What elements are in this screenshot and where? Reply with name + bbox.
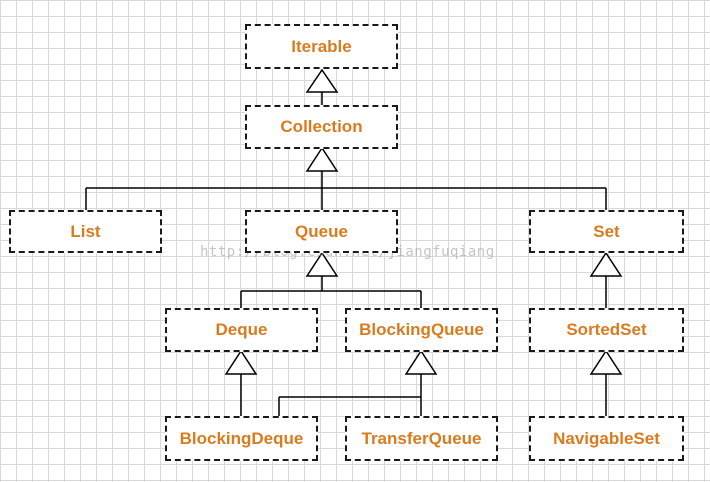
inheritance-arrowhead	[305, 68, 339, 93]
inheritance-arrowhead	[589, 251, 623, 277]
node-set: Set	[529, 210, 684, 253]
inheritance-arrowhead	[305, 251, 339, 277]
inheritance-arrowhead	[589, 349, 623, 375]
inheritance-arrowhead	[224, 349, 258, 375]
inheritance-arrowhead	[404, 349, 438, 375]
node-collection: Collection	[245, 105, 398, 149]
node-list: List	[9, 210, 162, 253]
inheritance-arrowhead	[305, 146, 339, 172]
node-blocking-queue: BlockingQueue	[345, 308, 498, 352]
node-blocking-deque: BlockingDeque	[165, 416, 318, 461]
node-sorted-set: SortedSet	[529, 308, 684, 352]
node-navigable-set: NavigableSet	[529, 416, 684, 461]
node-deque: Deque	[165, 308, 318, 352]
node-iterable: Iterable	[245, 24, 398, 69]
node-queue: Queue	[245, 210, 398, 253]
node-transfer-queue: TransferQueue	[345, 416, 498, 461]
